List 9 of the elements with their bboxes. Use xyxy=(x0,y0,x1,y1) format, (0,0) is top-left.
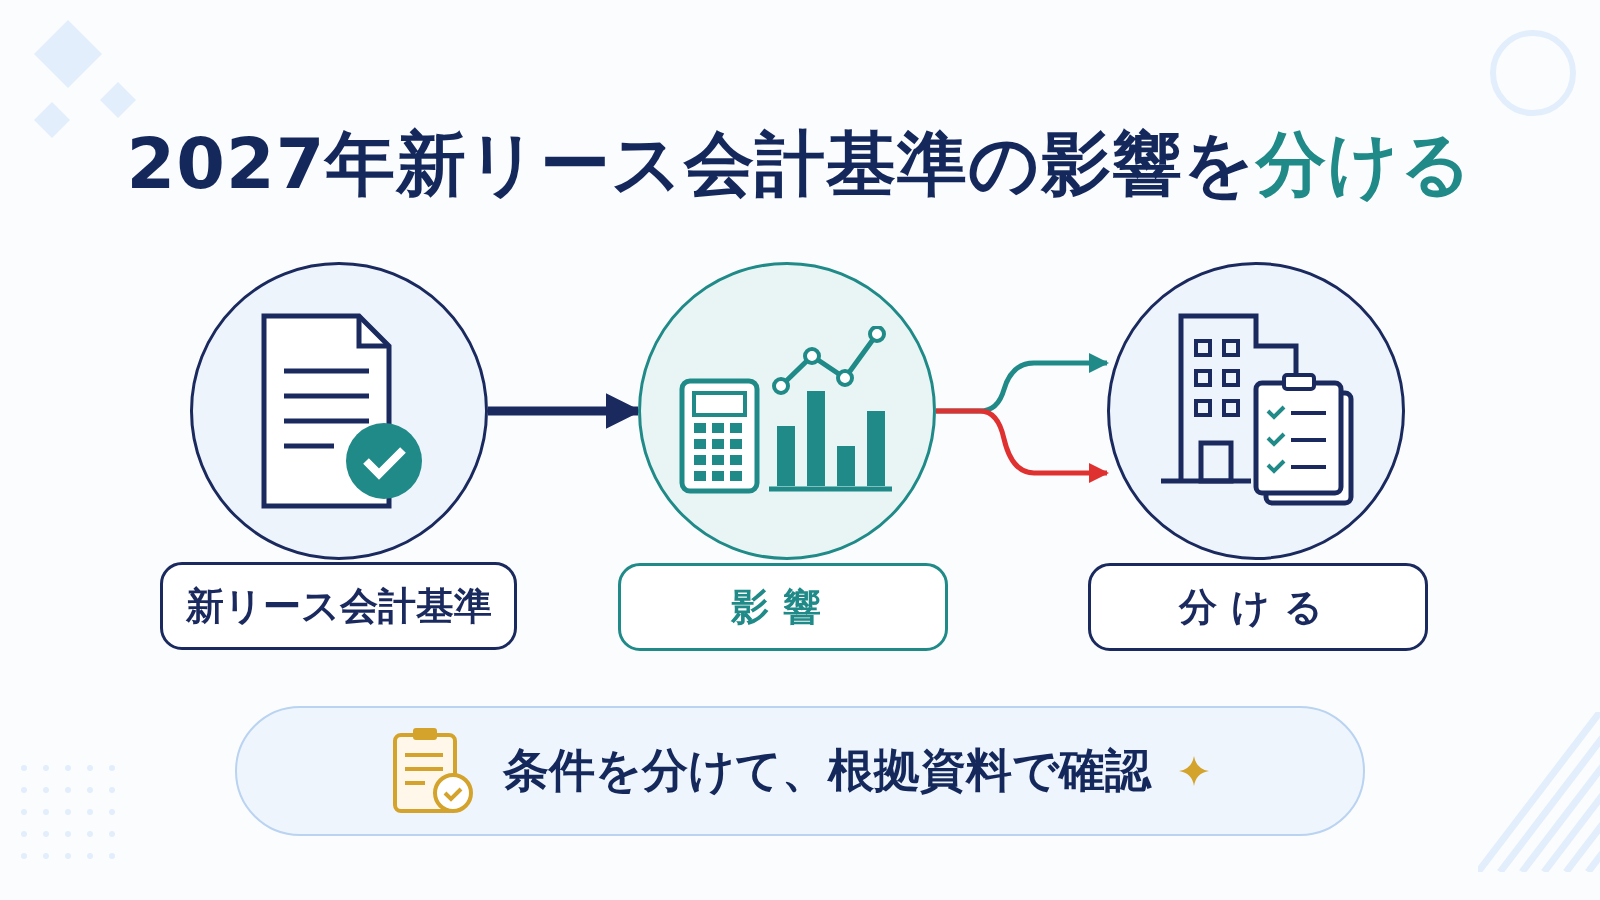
label-pill xyxy=(160,562,517,650)
summary-text: 条件を分けて、根拠資料で確認 xyxy=(503,742,1151,799)
arrow xyxy=(936,408,1109,483)
label-text: 新リース会計基準 xyxy=(185,582,492,630)
label-text: 分ける xyxy=(1179,583,1337,631)
label-pill xyxy=(618,563,948,651)
label-pill xyxy=(1088,563,1428,651)
title: 2027年新リース会計基準の影響を分ける xyxy=(126,122,1474,207)
label-text: 影響 xyxy=(731,583,835,631)
